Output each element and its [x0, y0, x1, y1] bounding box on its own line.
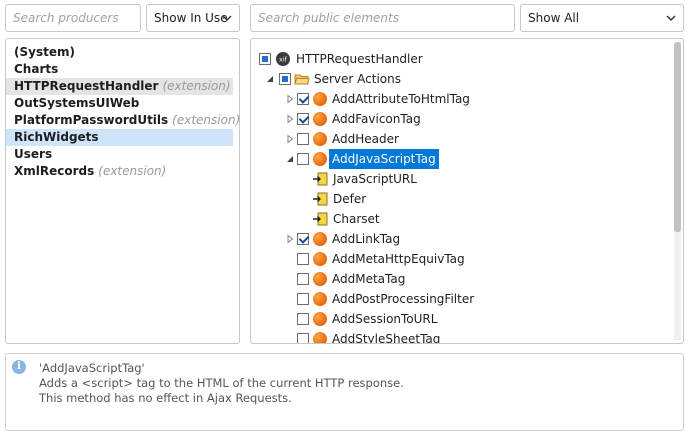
server-action-icon: [313, 312, 327, 326]
producer-item[interactable]: (System): [6, 44, 233, 61]
action-checkbox[interactable]: [297, 293, 309, 305]
producer-tag: (extension): [98, 164, 167, 178]
action-checkbox[interactable]: [297, 93, 309, 105]
action-checkbox[interactable]: [297, 273, 309, 285]
producer-filter-dropdown[interactable]: Show In Use: [146, 4, 240, 32]
collapsed-arrow-icon[interactable]: [285, 134, 295, 144]
server-action-icon: [313, 232, 327, 246]
param-label: Charset: [333, 212, 380, 226]
action-checkbox[interactable]: [297, 153, 309, 165]
collapsed-arrow-icon[interactable]: [285, 114, 295, 124]
action-checkbox[interactable]: [297, 313, 309, 325]
search-producers-input[interactable]: [5, 4, 141, 32]
action-label: AddJavaScriptTag: [329, 149, 439, 169]
producer-name: XmlRecords: [14, 164, 95, 178]
scrollbar-thumb[interactable]: [674, 42, 681, 232]
info-icon: i: [12, 360, 26, 374]
producer-tag: (extension): [172, 113, 241, 127]
producer-name: (System): [14, 45, 75, 59]
folder-icon: [294, 74, 310, 85]
producer-tag: (extension): [162, 79, 231, 93]
server-action-icon: [313, 332, 327, 343]
producer-name: RichWidgets: [14, 130, 99, 144]
action-label: AddSessionToURL: [332, 312, 438, 326]
param-label: Defer: [333, 192, 367, 206]
producer-item[interactable]: Charts: [6, 61, 233, 78]
chevron-down-icon: [666, 15, 676, 21]
action-label: AddStyleSheetTag: [332, 332, 441, 344]
action-label: AddMetaTag: [332, 272, 406, 286]
producers-list: (System) Charts HTTPRequestHandler(exten…: [5, 38, 240, 344]
producer-filter-value: Show In Use: [154, 11, 228, 25]
server-action-icon: [313, 152, 327, 166]
server-action-icon: [313, 292, 327, 306]
xif-icon: xif: [276, 52, 290, 66]
producer-name: OutSystemsUIWeb: [14, 96, 140, 110]
tree-scrollbar[interactable]: [674, 42, 681, 340]
folder-checkbox[interactable]: [279, 73, 291, 85]
expanded-arrow-icon[interactable]: [265, 74, 275, 84]
description-title: 'AddJavaScriptTag': [39, 361, 145, 375]
tree-root-label: HTTPRequestHandler: [296, 52, 423, 66]
param-label: JavaScriptURL: [333, 172, 417, 186]
action-label: AddPostProcessingFilter: [332, 292, 475, 306]
producer-name: HTTPRequestHandler: [14, 79, 159, 93]
input-parameter-icon: [313, 192, 328, 206]
action-checkbox[interactable]: [297, 133, 309, 145]
description-line: Adds a <script> tag to the HTML of the c…: [39, 376, 404, 390]
producer-name: Charts: [14, 62, 59, 76]
chevron-down-icon: [222, 15, 232, 21]
action-checkbox[interactable]: [297, 233, 309, 245]
producer-item[interactable]: Users: [6, 146, 233, 163]
root-checkbox[interactable]: [259, 53, 271, 65]
action-label: AddFaviconTag: [332, 112, 421, 126]
public-elements-tree: xif HTTPRequestHandler Server Actions Ad…: [250, 38, 684, 344]
producer-item[interactable]: HTTPRequestHandler(extension): [6, 78, 233, 95]
element-filter-value: Show All: [528, 11, 580, 25]
action-checkbox[interactable]: [297, 333, 309, 343]
server-action-icon: [313, 92, 327, 106]
action-checkbox[interactable]: [297, 253, 309, 265]
producer-item[interactable]: OutSystemsUIWeb: [6, 95, 233, 112]
server-action-icon: [313, 112, 327, 126]
server-action-icon: [313, 132, 327, 146]
producer-name: Users: [14, 147, 53, 161]
xif-badge-text: xif: [279, 56, 288, 64]
expanded-arrow-icon[interactable]: [285, 154, 295, 164]
description-line: This method has no effect in Ajax Reques…: [39, 391, 292, 405]
tree-folder-label: Server Actions: [314, 72, 401, 86]
collapsed-arrow-icon[interactable]: [285, 234, 295, 244]
server-action-icon: [313, 252, 327, 266]
action-checkbox[interactable]: [297, 113, 309, 125]
input-parameter-icon: [313, 212, 328, 226]
server-action-icon: [313, 272, 327, 286]
producer-name: PlatformPasswordUtils: [14, 113, 169, 127]
producer-item[interactable]: RichWidgets: [6, 129, 233, 146]
element-filter-dropdown[interactable]: Show All: [520, 4, 684, 32]
producer-item[interactable]: PlatformPasswordUtils(extension): [6, 112, 240, 129]
action-label: AddMetaHttpEquivTag: [332, 252, 465, 266]
action-label: AddLinkTag: [332, 232, 401, 246]
search-elements-input[interactable]: [250, 4, 515, 32]
description-panel: i 'AddJavaScriptTag' Adds a <script> tag…: [5, 353, 684, 431]
producer-item[interactable]: XmlRecords(extension): [6, 163, 233, 180]
collapsed-arrow-icon[interactable]: [285, 94, 295, 104]
action-label: AddHeader: [332, 132, 399, 146]
action-label: AddAttributeToHtmlTag: [332, 92, 470, 106]
input-parameter-icon: [313, 172, 328, 186]
